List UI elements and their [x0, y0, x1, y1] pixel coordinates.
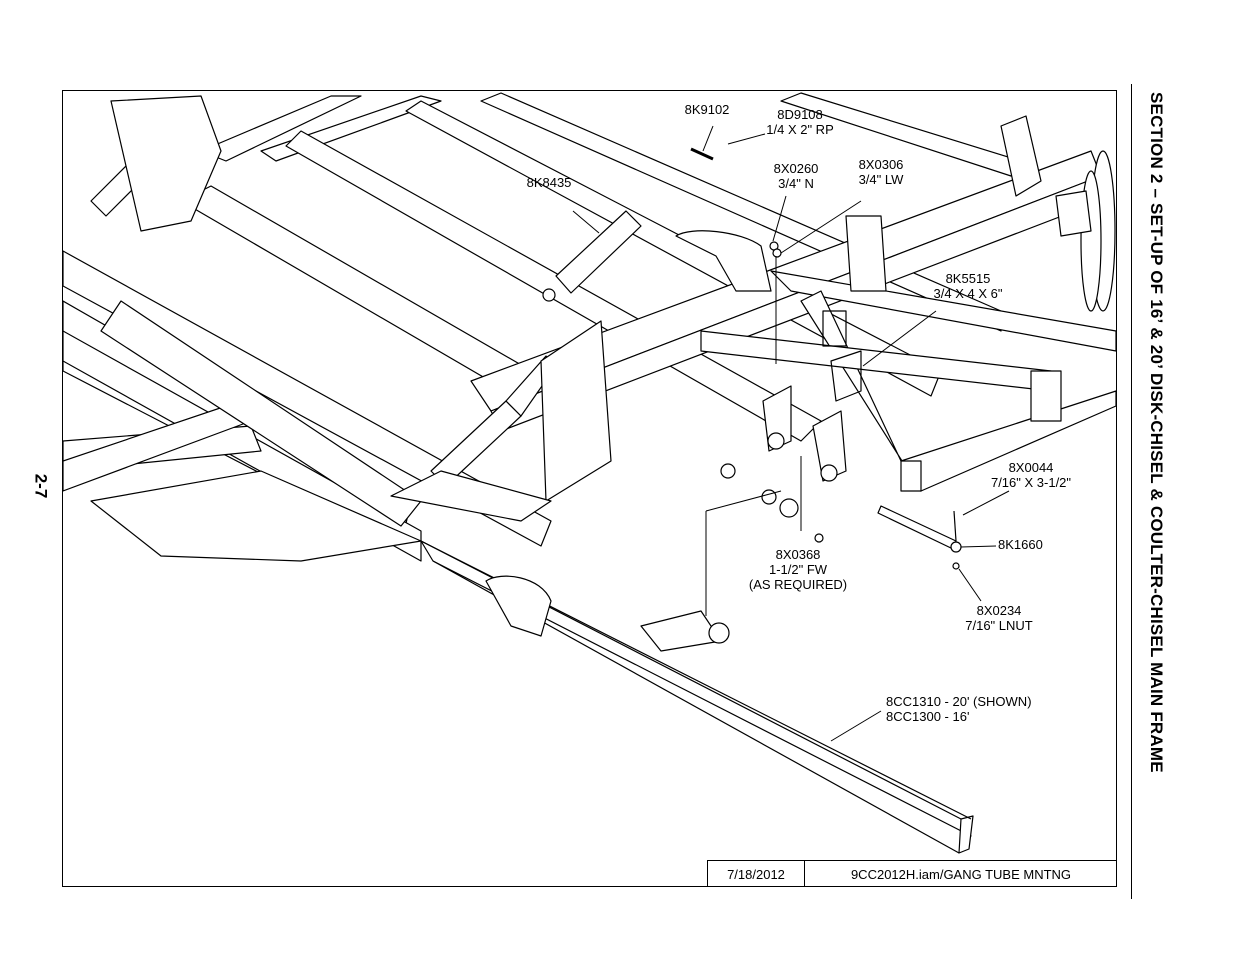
part-number-label: 8K9102	[684, 102, 730, 117]
callout-8x0260: 8X0260 3/4" N	[774, 161, 819, 191]
page-number: 2-7	[31, 473, 51, 499]
part-description-label: 7/16" LNUT	[965, 618, 1033, 633]
lower-frame-members	[63, 300, 422, 562]
callout-8d9108: 8D9108 1/4 X 2" RP	[766, 107, 833, 137]
title-block: 7/18/2012 9CC2012H.iam/GANG TUBE MNTNG	[707, 860, 1117, 887]
main-diagonal-beam	[63, 250, 552, 547]
drawing-frame	[62, 90, 1117, 887]
part-number-label: 8K5515	[945, 271, 991, 286]
callout-8k1660: 8K1660	[998, 537, 1043, 552]
leader-lines	[572, 125, 1010, 742]
part-number-label: 8X0260	[773, 161, 819, 176]
callout-8k8435: 8K8435	[527, 175, 572, 190]
part-description-label: 3/4" LW	[858, 172, 904, 187]
upper-right-gang	[845, 115, 1116, 422]
callout-8x0234: 8X0234 7/16" LNUT	[965, 603, 1032, 633]
hitch-mast	[110, 95, 612, 522]
part-description-label: 1-1/2" FW	[768, 562, 828, 577]
drawing-date: 7/18/2012	[708, 861, 805, 887]
drawing-file-name: 9CC2012H.iam/GANG TUBE MNTNG	[850, 866, 1072, 882]
part-note-label: (AS REQUIRED)	[748, 577, 848, 592]
callout-8k5515: 8K5515 3/4 X 4 X 6"	[934, 271, 1003, 301]
part-description-label: 1/4 X 2" RP	[766, 122, 834, 137]
part-description-label: 3/4 X 4 X 6"	[933, 286, 1003, 301]
callout-8x0306: 8X0306 3/4" LW	[859, 157, 904, 187]
section-title: SECTION 2 – SET-UP OF 16’ & 20’ DISK-CHI…	[1147, 92, 1166, 773]
callout-8cc1310: 8CC1310 - 20' (SHOWN) 8CC1300 - 16'	[886, 694, 1032, 724]
part-number-label: 8CC1310 - 20' (SHOWN)	[886, 694, 1032, 709]
part-number-label: 8CC1300 - 16'	[886, 709, 970, 724]
part-description-label: 7/16" X 3-1/2"	[990, 475, 1072, 490]
gang-tube	[420, 540, 974, 854]
part-number-label: 8D9108	[777, 107, 823, 122]
part-description-label: 3/4" N	[778, 176, 814, 191]
part-number-label: 8K8435	[526, 175, 572, 190]
part-number-label: 8X0044	[1008, 460, 1054, 475]
part-number-label: 8K1660	[998, 537, 1043, 552]
hardware-parts	[690, 147, 962, 570]
part-number-label: 8X0306	[858, 157, 904, 172]
part-number-label: 8X0234	[976, 603, 1022, 618]
callout-8k9102: 8K9102	[685, 102, 730, 117]
callout-8x0368: 8X0368 1-1/2" FW (AS REQUIRED)	[749, 547, 847, 592]
main-frame-assembly-drawing	[63, 92, 1117, 854]
section-divider-line	[1131, 84, 1132, 899]
pivot-brackets	[485, 230, 862, 652]
callout-8x0044: 8X0044 7/16" X 3-1/2"	[991, 460, 1071, 490]
part-number-label: 8X0368	[775, 547, 821, 562]
